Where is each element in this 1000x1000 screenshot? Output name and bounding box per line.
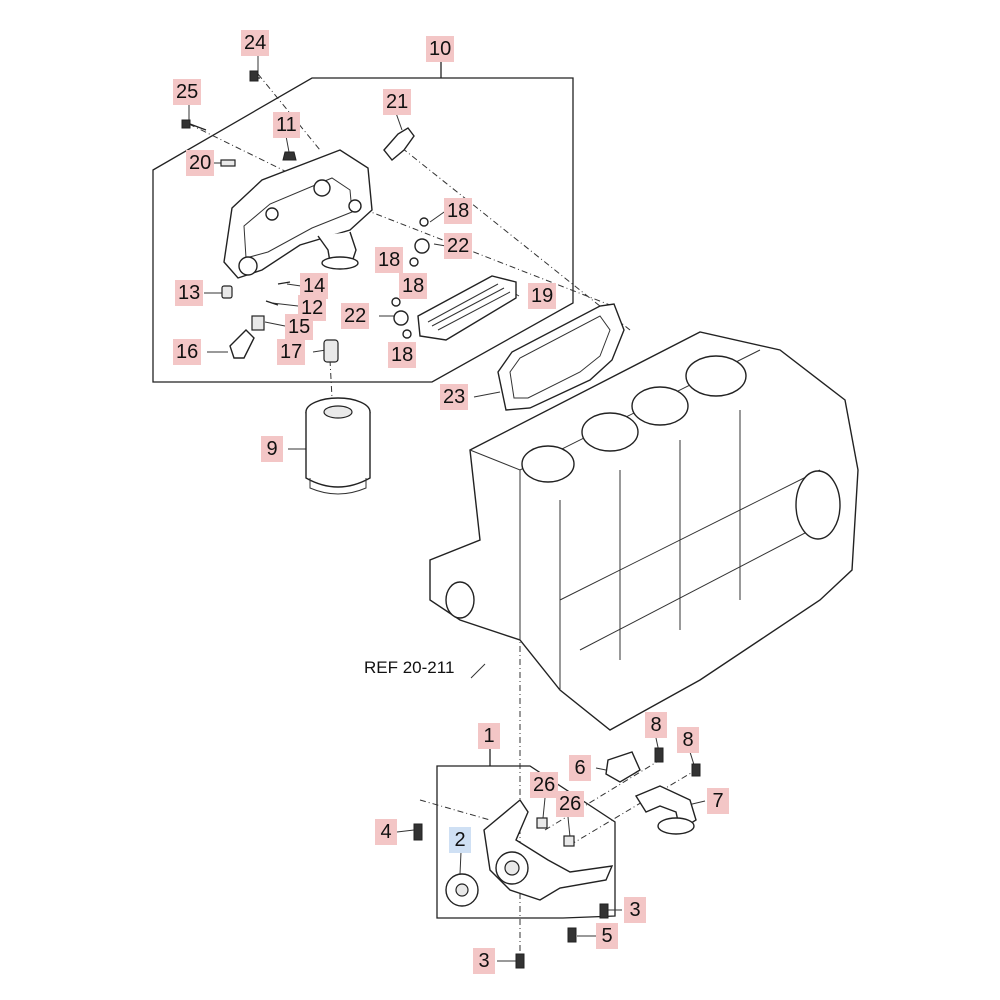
alignment-lines xyxy=(188,73,697,960)
callout-10: 10 xyxy=(426,36,455,62)
callout-3-b: 3 xyxy=(473,948,495,974)
oil-filter-housing-frame xyxy=(152,60,574,383)
callout-18-a: 18 xyxy=(444,198,473,224)
oil-strainer-pipe xyxy=(634,785,697,835)
callout-14: 14 xyxy=(300,273,329,299)
oil-filter xyxy=(305,397,371,495)
cooler-gasket xyxy=(497,303,625,411)
callout-19: 19 xyxy=(528,283,557,309)
oil-filter-housing xyxy=(223,149,373,279)
callout-11: 11 xyxy=(273,112,300,138)
callout-2: 2 xyxy=(449,827,471,853)
callout-23: 23 xyxy=(440,384,469,410)
oil-pump-frame xyxy=(436,748,616,919)
callout-21: 21 xyxy=(383,89,412,115)
callout-8-b: 8 xyxy=(677,727,699,753)
callout-6: 6 xyxy=(569,755,591,781)
callout-22-a: 22 xyxy=(444,233,473,259)
pipe-connector xyxy=(605,751,641,783)
callout-4: 4 xyxy=(375,819,397,845)
pump-bolts xyxy=(413,747,701,969)
callout-1: 1 xyxy=(478,723,500,749)
callout-18-c: 18 xyxy=(399,273,428,299)
oil-cooler xyxy=(417,275,517,341)
callout-5: 5 xyxy=(596,923,618,949)
callout-8-a: 8 xyxy=(645,712,667,738)
oil-pump xyxy=(445,798,614,907)
callout-26-a: 26 xyxy=(530,772,559,798)
callout-26-b: 26 xyxy=(556,791,585,817)
callout-22-b: 22 xyxy=(341,303,370,329)
callout-9: 9 xyxy=(261,436,283,462)
cylinder-block xyxy=(429,331,859,731)
callout-13: 13 xyxy=(175,280,204,306)
reference-label: REF 20-211 xyxy=(362,658,457,678)
callout-3-a: 3 xyxy=(624,897,646,923)
callout-16: 16 xyxy=(173,339,202,365)
callout-12: 12 xyxy=(298,295,327,321)
callout-20: 20 xyxy=(186,150,215,176)
small-parts-upper xyxy=(181,70,430,363)
callout-18-b: 18 xyxy=(375,247,404,273)
callout-25: 25 xyxy=(173,79,202,105)
callout-7: 7 xyxy=(707,788,729,814)
callout-18-d: 18 xyxy=(388,342,417,368)
callout-24: 24 xyxy=(241,30,270,56)
callout-15: 15 xyxy=(285,314,314,340)
callout-17: 17 xyxy=(277,339,306,365)
